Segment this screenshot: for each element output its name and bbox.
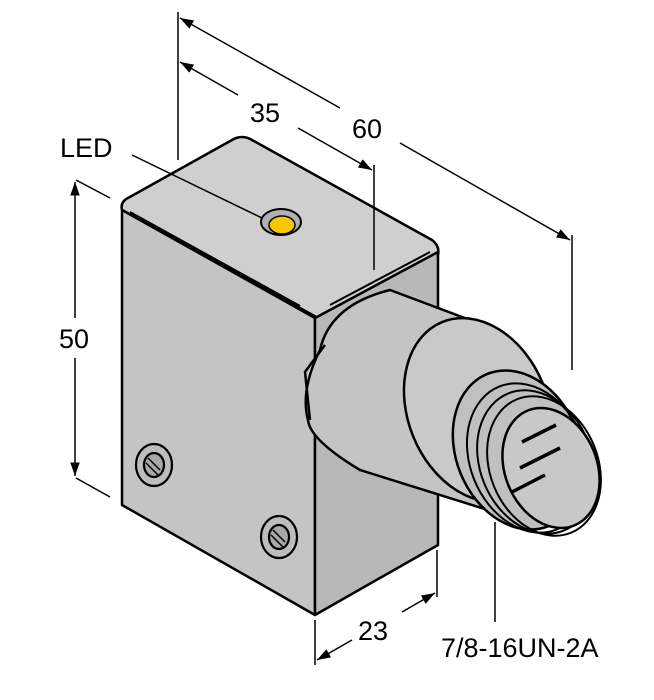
connector [303,288,602,537]
led-indicator [260,208,302,236]
mounting-hole [259,514,299,560]
dim-60-label: 60 [352,114,382,144]
dim-23-label: 23 [358,616,388,646]
dimension-lines [70,12,573,665]
dim-35-label: 35 [250,98,280,128]
dim-50-label: 50 [59,324,89,354]
connector-pins [511,423,561,494]
led-label: LED [60,133,113,163]
mounting-hole [134,442,174,488]
thread-label: 7/8-16UN-2A [441,633,599,663]
